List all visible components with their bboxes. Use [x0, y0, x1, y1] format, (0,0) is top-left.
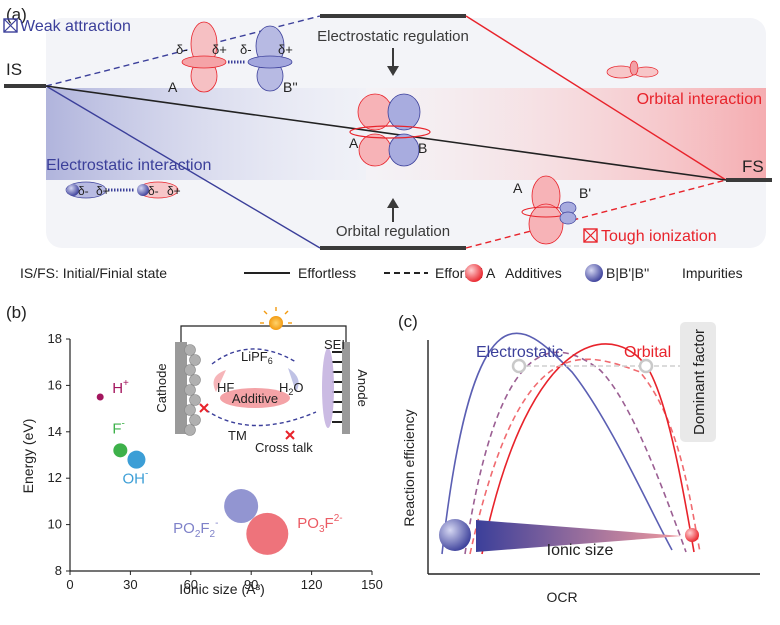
- chart-y-axis-label: Energy (eV): [20, 419, 36, 494]
- panel-c-label: (c): [398, 312, 418, 331]
- panel-a-background: [46, 18, 766, 248]
- x-tick-label: 150: [361, 577, 383, 592]
- tough-ionization-label: Tough ionization: [601, 228, 717, 245]
- svg-text:δ+: δ+: [278, 42, 293, 57]
- x-tick-label: 30: [123, 577, 137, 592]
- svg-text:IS/FS: Initial/Finial state: IS/FS: Initial/Finial state: [20, 265, 167, 281]
- svg-text:A: A: [513, 180, 523, 196]
- regulation-arrows: [387, 48, 399, 222]
- electrostatic-peak-marker: [511, 358, 527, 374]
- electrostatic-curve-label: Electrostatic: [476, 344, 563, 361]
- svg-text:Cross talk: Cross talk: [255, 440, 313, 455]
- weak-attraction-label: Weak attraction: [20, 18, 131, 35]
- orbital-regulation-label: Orbital regulation: [336, 223, 450, 240]
- orbital-pair-a-b-prime: [521, 175, 577, 245]
- svg-text:H2O: H2O: [279, 380, 304, 397]
- dominant-factor-label: Dominant factor: [691, 329, 708, 435]
- data-point: [113, 443, 128, 458]
- svg-text:Additive: Additive: [232, 391, 278, 406]
- fs-label: FS: [742, 157, 764, 176]
- x-tick-label: 60: [184, 577, 198, 592]
- electrostatic-interaction-label: Electrostatic interaction: [46, 157, 211, 174]
- chart-axes: 0 30 60 90 120 150 8 10 12 14 16 18: [48, 331, 383, 592]
- chart-x-axis-label: Ionic size (Å³): [179, 581, 265, 597]
- chart-points: H+ F- OH- PO2F2- PO3F2-: [96, 378, 343, 555]
- blocked-cross-icon: [199, 403, 295, 440]
- y-tick-label: 16: [48, 377, 62, 392]
- dominant-factor-box: [680, 322, 716, 442]
- data-point-label: PO3F2-: [297, 513, 342, 535]
- x-tick-label: 0: [66, 577, 73, 592]
- panel-a-legend: IS/FS: Initial/Finial state Effortless E…: [20, 264, 743, 282]
- data-point-label: OH-: [122, 469, 148, 488]
- svg-text:δ+: δ+: [212, 42, 227, 57]
- data-point: [127, 450, 146, 469]
- svg-text:HF: HF: [217, 380, 234, 395]
- weak-attraction-box-icon: [3, 18, 18, 33]
- svg-text:δ+: δ+: [96, 184, 110, 198]
- svg-text:LiPF6: LiPF6: [241, 349, 273, 366]
- svg-text:Additives: Additives: [505, 265, 562, 281]
- svg-text:B: B: [418, 140, 427, 156]
- impurity-ball-icon: [585, 264, 603, 282]
- y-tick-label: 18: [48, 331, 62, 346]
- y-tick-label: 12: [48, 470, 62, 485]
- ionic-size-wedge: [476, 520, 682, 552]
- ion-pair-electrostatic: [65, 181, 179, 199]
- panel-b-label: (b): [6, 303, 27, 322]
- y-tick-label: 10: [48, 517, 62, 532]
- x-tick-label: 120: [301, 577, 323, 592]
- svg-text:B|B'|B'': B|B'|B'': [606, 265, 649, 281]
- svg-text:δ-: δ-: [176, 42, 188, 57]
- tough-ionization-box-icon: [583, 228, 598, 243]
- svg-text:A: A: [168, 79, 178, 95]
- svg-text:δ-: δ-: [78, 184, 89, 198]
- data-point-label: PO2F2-: [173, 518, 218, 540]
- svg-text:δ-: δ-: [240, 42, 252, 57]
- data-point-label: H+: [112, 378, 129, 397]
- hybrid-orbital-a-b: [349, 93, 431, 167]
- small-ion-ball-icon: [685, 528, 699, 542]
- svg-text:Anode: Anode: [355, 369, 370, 407]
- svg-text:TM: TM: [228, 428, 247, 443]
- additive-ball-icon: [465, 264, 483, 282]
- x-tick-label: 90: [244, 577, 258, 592]
- orbital-interaction-label: Orbital interaction: [637, 91, 762, 108]
- ocr-axis-label: OCR: [546, 589, 577, 605]
- svg-text:SEI: SEI: [324, 337, 345, 352]
- bowtie-orbital-icon: [606, 60, 659, 79]
- large-ion-ball-icon: [439, 519, 471, 551]
- orbital-peak-marker: [638, 358, 654, 374]
- svg-text:Effortless: Effortless: [298, 265, 356, 281]
- orbital-pair-a-b-double: [181, 21, 293, 93]
- data-point: [224, 489, 259, 524]
- svg-text:A: A: [486, 265, 496, 281]
- data-point: [246, 512, 289, 555]
- battery-inset-schematic: [175, 307, 350, 440]
- svg-text:Cathode: Cathode: [154, 363, 169, 412]
- reaction-efficiency-axis-label: Reaction efficiency: [401, 409, 417, 526]
- orbital-curve-label: Orbital: [624, 344, 671, 361]
- electrostatic-regulation-label: Electrostatic regulation: [317, 28, 469, 45]
- panel-c-curves: [441, 332, 716, 555]
- energy-levels: [4, 14, 772, 250]
- energy-vs-ionic-size-chart: 0 30 60 90 120 150 8 10 12 14 16 18 H+ F- OH- PO2F2- PO…: [48, 331, 383, 592]
- svg-text:δ+: δ+: [167, 184, 181, 198]
- svg-text:A: A: [349, 135, 359, 151]
- data-point: [96, 393, 104, 401]
- y-tick-label: 8: [55, 563, 62, 578]
- ionic-size-label: Ionic size: [547, 542, 614, 559]
- svg-text:B': B': [579, 185, 591, 201]
- light-bulb-icon: [269, 316, 283, 330]
- panel-c-axes: [427, 340, 760, 575]
- svg-text:Impurities: Impurities: [682, 265, 743, 281]
- svg-text:B'': B'': [283, 79, 298, 95]
- y-tick-label: 14: [48, 424, 62, 439]
- svg-text:δ-: δ-: [148, 184, 159, 198]
- is-label: IS: [6, 60, 22, 79]
- data-point-label: F-: [112, 418, 125, 437]
